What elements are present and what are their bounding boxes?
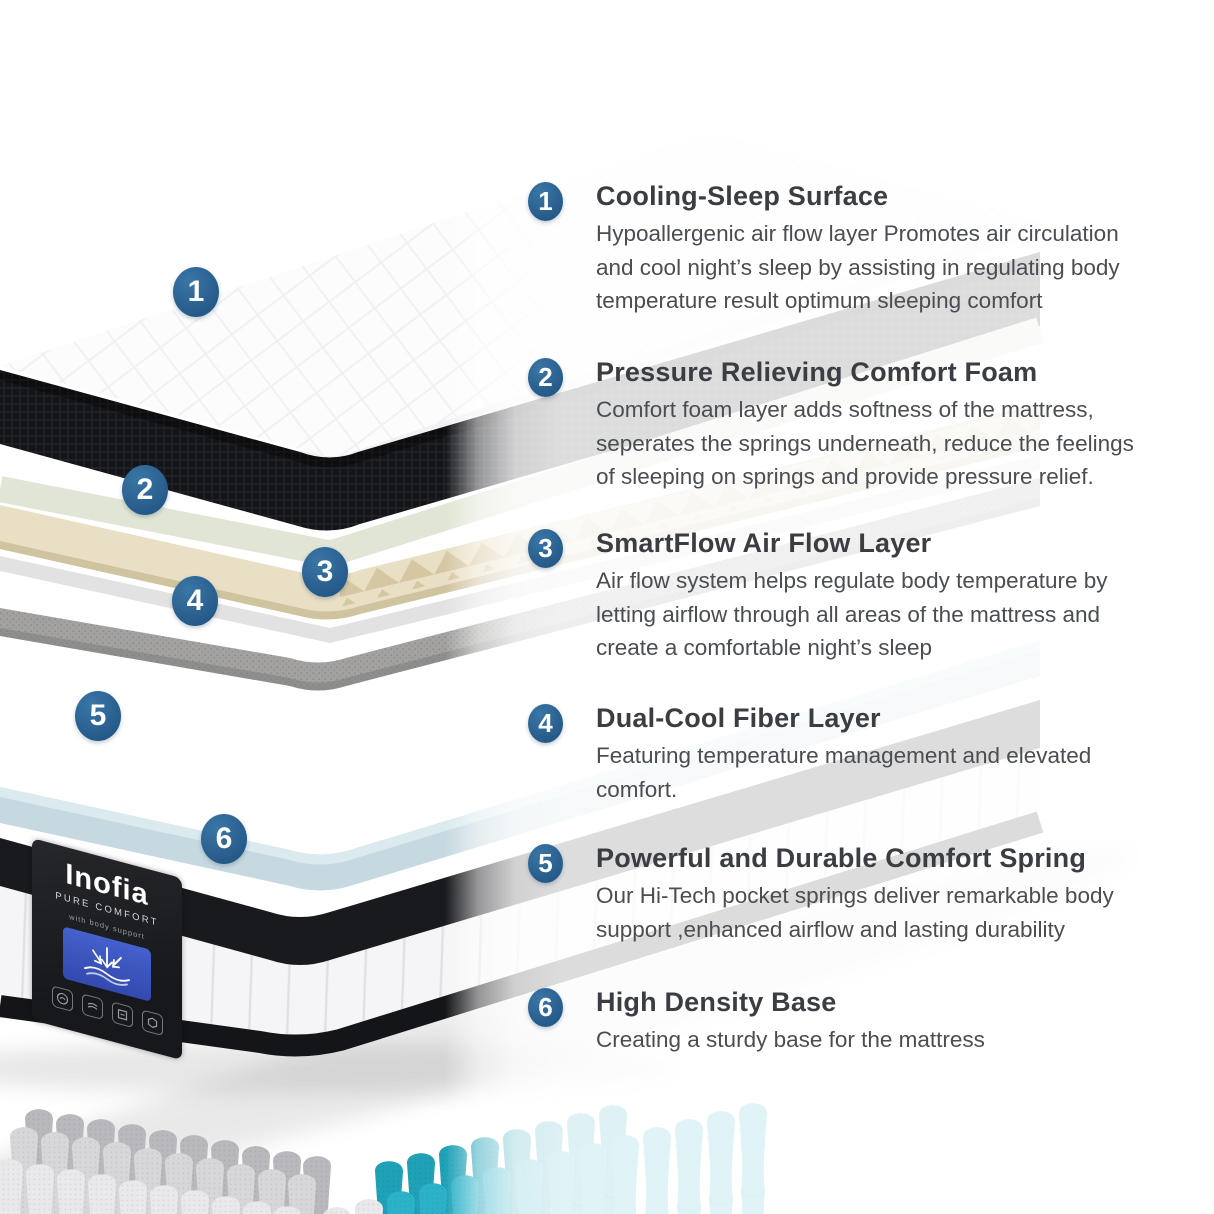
feature-item-5: 5 Powerful and Durable Comfort Spring Ou… (528, 840, 1204, 946)
feature-body-3: Air flow system helps regulate body temp… (596, 568, 1108, 660)
list-badge-3: 3 (528, 529, 563, 568)
layer-badge-2: 2 (122, 465, 168, 515)
feature-body-6: Creating a sturdy base for the mattress (596, 1027, 985, 1052)
feature-title-2: Pressure Relieving Comfort Foam (596, 357, 1038, 387)
list-badge-4: 4 (528, 704, 563, 743)
feature-title-5: Powerful and Durable Comfort Spring (596, 843, 1087, 873)
feature-title-1: Cooling-Sleep Surface (596, 181, 889, 211)
feature-item-1: 1 Cooling-Sleep Surface Hypoallergenic a… (528, 178, 1204, 318)
feature-title-6: High Density Base (596, 987, 837, 1017)
list-badge-1: 1 (528, 182, 563, 221)
feature-body-2: Comfort foam layer adds softness of the … (596, 397, 1134, 489)
list-badge-6: 6 (528, 988, 563, 1027)
feature-item-2: 2 Pressure Relieving Comfort Foam Comfor… (528, 354, 1204, 494)
layer-badge-1: 1 (173, 267, 219, 317)
list-badge-5: 5 (528, 844, 563, 883)
layer-badge-3: 3 (302, 547, 348, 597)
feature-item-3: 3 SmartFlow Air Flow Layer Air flow syst… (528, 525, 1204, 665)
feature-title-3: SmartFlow Air Flow Layer (596, 528, 932, 558)
certification-icon-2 (81, 993, 103, 1020)
feature-body-4: Featuring temperature management and ele… (596, 743, 1092, 802)
certification-icon-3 (111, 1001, 133, 1028)
feature-body-5: Our Hi-Tech pocket springs deliver remar… (596, 883, 1114, 942)
certification-icon-1 (51, 985, 73, 1012)
layer-badge-6: 6 (201, 814, 247, 864)
feature-item-4: 4 Dual-Cool Fiber Layer Featuring temper… (528, 700, 1204, 806)
feature-title-4: Dual-Cool Fiber Layer (596, 703, 881, 733)
feature-item-6: 6 High Density Base Creating a sturdy ba… (528, 984, 1204, 1057)
certification-icon-4 (141, 1009, 163, 1036)
layer-badge-5: 5 (75, 691, 121, 741)
list-badge-2: 2 (528, 358, 563, 397)
layer-badge-4: 4 (172, 576, 218, 626)
feature-body-1: Hypoallergenic air flow layer Promotes a… (596, 221, 1120, 313)
